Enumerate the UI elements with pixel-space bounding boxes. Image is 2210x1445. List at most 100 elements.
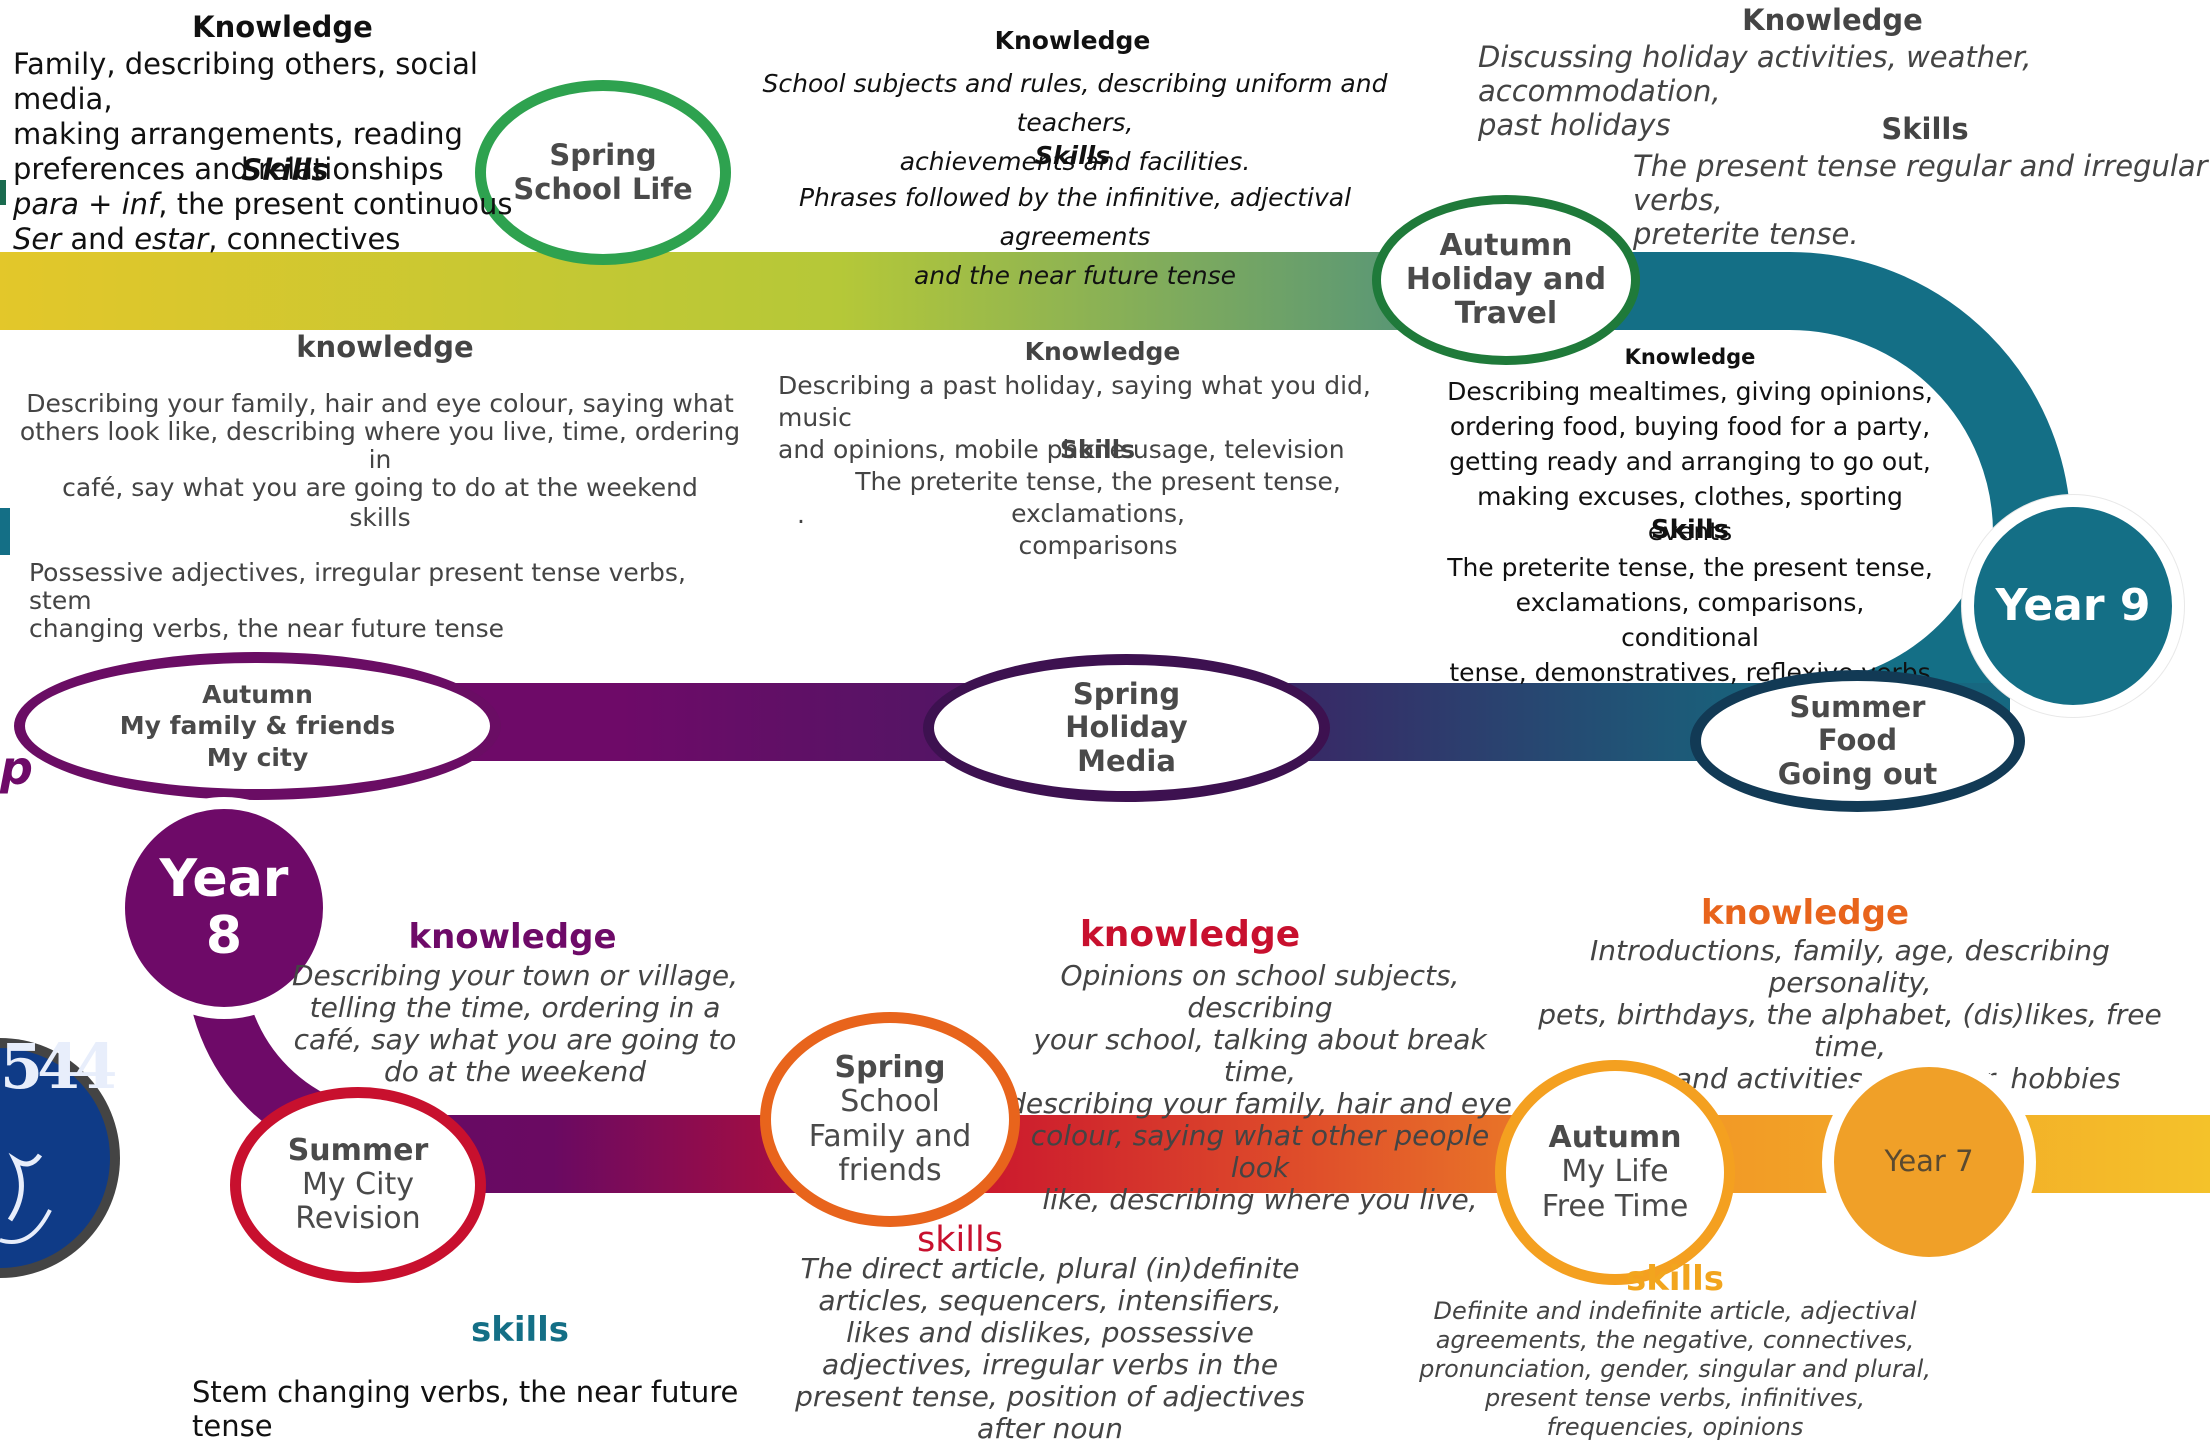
- year8-summer-skills-heading: Skills: [1650, 515, 1730, 545]
- text-line: getting ready and arranging to go out,: [1449, 447, 1931, 476]
- text-line: Opinions on school subjects, describing: [1060, 959, 1460, 1024]
- text-line: agreements, the negative, connectives,: [1435, 1326, 1915, 1354]
- text-line: Introductions, family, age, describing p…: [1590, 934, 2110, 999]
- text-line: present tense verbs, infinitives,: [1485, 1384, 1865, 1412]
- badge-label: Year 9: [1995, 579, 2151, 631]
- year7-autumn-knowledge-heading: knowledge: [1700, 893, 1910, 933]
- text-line: exclamations, comparisons, conditional: [1515, 588, 1865, 652]
- road-year9: [0, 252, 1640, 330]
- text-line: after noun: [976, 1412, 1123, 1445]
- node-label-line: Summer: [287, 1132, 429, 1168]
- node-year8-autumn-family-city[interactable]: Autumn My family & friends My city: [14, 652, 501, 800]
- text-line: like, describing where you live,: [1042, 1183, 1478, 1216]
- text-line: changing verbs, the near future tense: [29, 614, 504, 643]
- node-year9-spring-school-life[interactable]: Spring School Life: [475, 80, 731, 265]
- year8-autumn-knowledge-heading: knowledge: [296, 330, 474, 364]
- text-line: Phrases followed by the infinitive, adje…: [798, 183, 1352, 251]
- text-line: past holidays: [1478, 108, 1671, 142]
- text-line: describing your family, hair and eye: [1008, 1087, 1512, 1120]
- text-line: preterite tense.: [1633, 217, 1859, 251]
- node-label-line: My City: [302, 1166, 414, 1202]
- node-label-line: Family and: [808, 1118, 972, 1154]
- year7-spring-knowledge-text: Opinions on school subjects, describing …: [1000, 960, 1520, 1216]
- left-edge-tab: [0, 508, 10, 555]
- year9-badge[interactable]: Year 9: [1962, 495, 2184, 717]
- year8-spring-skills-heading: Skills: [1059, 435, 1136, 464]
- year9-school-knowledge-heading: Knowledge: [994, 26, 1151, 55]
- node-year9-autumn-holiday-travel[interactable]: Autumn Holiday and Travel: [1372, 195, 1640, 365]
- node-year7-spring-school-family[interactable]: Spring School Family and friends: [760, 1012, 1020, 1227]
- year9-school-skills-text: Phrases followed by the infinitive, adje…: [730, 178, 1420, 295]
- text-line: The preterite tense, the present tense, …: [855, 467, 1341, 528]
- year8-summer-knowledge-heading: Knowledge: [1624, 345, 1756, 369]
- year8-autumn-skills-text: Possessive adjectives, irregular present…: [29, 559, 729, 643]
- skills-italic: Ser: [13, 222, 62, 256]
- text-line: likes and dislikes, possessive: [846, 1316, 1254, 1349]
- text-line: pets, birthdays, the alphabet, (dis)like…: [1538, 998, 2162, 1063]
- year9-autumn-skills-text: The present tense regular and irregular …: [1633, 149, 2210, 251]
- year7-autumn-skills-text: Definite and indefinite article, adjecti…: [1410, 1297, 1940, 1442]
- crest-number: 544: [0, 1030, 117, 1103]
- year7-badge[interactable]: Year 7: [1822, 1055, 2036, 1269]
- year7-spring-skills-text: The direct article, plural (in)definite …: [790, 1253, 1310, 1445]
- year7-spring-knowledge-heading: knowledge: [1079, 914, 1301, 955]
- text-line: café, say what you are going to: [293, 1023, 737, 1056]
- node-label-line: Media: [1077, 743, 1176, 778]
- node-label-line: My Life: [1561, 1154, 1669, 1190]
- stray-dot: .: [797, 500, 805, 529]
- node-label-line: School: [840, 1084, 940, 1120]
- year7-summer-knowledge-heading: knowledge: [408, 917, 617, 957]
- node-label-line: Spring: [834, 1050, 946, 1086]
- text-line: and opinions, mobile phone usage, televi…: [778, 435, 1345, 464]
- year9-autumn-skills-heading: Skills: [1881, 112, 1969, 146]
- year8-spring-knowledge-text: Describing a past holiday, saying what y…: [778, 370, 1438, 466]
- text-line: School subjects and rules, describing un…: [762, 69, 1388, 137]
- text-line: Describing your town or village,: [291, 959, 739, 992]
- year9-spring-knowledge-text: Family, describing others, social media,…: [13, 47, 553, 187]
- node-label-line: Free Time: [1541, 1188, 1689, 1224]
- text-line: others look like, describing where you l…: [19, 417, 741, 474]
- text-line: Definite and indefinite article, adjecti…: [1433, 1297, 1917, 1325]
- text-line: preferences and relationships: [13, 152, 444, 186]
- year9-school-skills-heading: Skills: [1034, 141, 1111, 170]
- text-line: your school, talking about break time,: [1033, 1023, 1487, 1088]
- node-label-line: My family & friends: [119, 711, 396, 741]
- skills-text: , connectives: [208, 222, 401, 256]
- school-crest-icon: [0, 1038, 120, 1278]
- year8-spring-knowledge-heading: Knowledge: [1024, 337, 1181, 366]
- node-label-line: Autumn: [1439, 227, 1573, 263]
- node-label-line: Revision: [295, 1201, 421, 1237]
- year8-autumn-knowledge-text: Describing your family, hair and eye col…: [15, 390, 745, 502]
- year7-summer-skills-text: Stem changing verbs, the near future ten…: [192, 1375, 739, 1443]
- node-label-line: Autumn: [202, 680, 313, 710]
- node-label-line: Holiday: [1065, 710, 1188, 745]
- text-line: café, say what you are going to do at th…: [62, 473, 698, 502]
- year9-spring-skills-heading: Skills: [241, 153, 329, 187]
- text-line: present tense, position of adjectives: [795, 1380, 1305, 1413]
- text-line: The present tense regular and irregular …: [1633, 149, 2208, 217]
- skills-italic: estar: [134, 222, 209, 256]
- text-line: Describing your family, hair and eye col…: [26, 389, 734, 418]
- node-label-line: Summer: [1789, 690, 1926, 725]
- node-label-line: Spring: [1072, 677, 1181, 712]
- node-label-line: Travel: [1454, 296, 1558, 332]
- node-label-line: Going out: [1777, 756, 1938, 791]
- node-year7-autumn-my-life[interactable]: Autumn My Life Free Time: [1495, 1060, 1735, 1285]
- year9-autumn-knowledge-text: Discussing holiday activities, weather, …: [1478, 40, 2208, 142]
- text-line: colour, saying what other people look: [1030, 1119, 1490, 1184]
- text-line: Family, describing others, social media,: [13, 47, 478, 116]
- skills-italic: para + inf: [13, 187, 159, 221]
- node-year8-summer-food-going-out[interactable]: Summer Food Going out: [1690, 670, 2025, 812]
- left-edge-letter: p: [0, 741, 33, 795]
- text-line: Describing a past holiday, saying what y…: [778, 371, 1371, 432]
- node-year7-summer-city-revision[interactable]: Summer My City Revision: [230, 1087, 486, 1283]
- text-line: Possessive adjectives, irregular present…: [29, 558, 686, 615]
- node-label-line: Autumn: [1548, 1120, 1682, 1156]
- left-edge-bracket: [0, 180, 6, 205]
- text-line: Discussing holiday activities, weather, …: [1478, 40, 2032, 108]
- badge-label: Year: [159, 848, 289, 909]
- node-year8-spring-holiday-media[interactable]: Spring Holiday Media: [923, 654, 1330, 802]
- text-line: achievements and facilities.: [899, 147, 1251, 176]
- year9-spring-skills-text: para + inf, the present continuous Ser a…: [13, 187, 533, 257]
- text-line: making arrangements, reading: [13, 117, 463, 151]
